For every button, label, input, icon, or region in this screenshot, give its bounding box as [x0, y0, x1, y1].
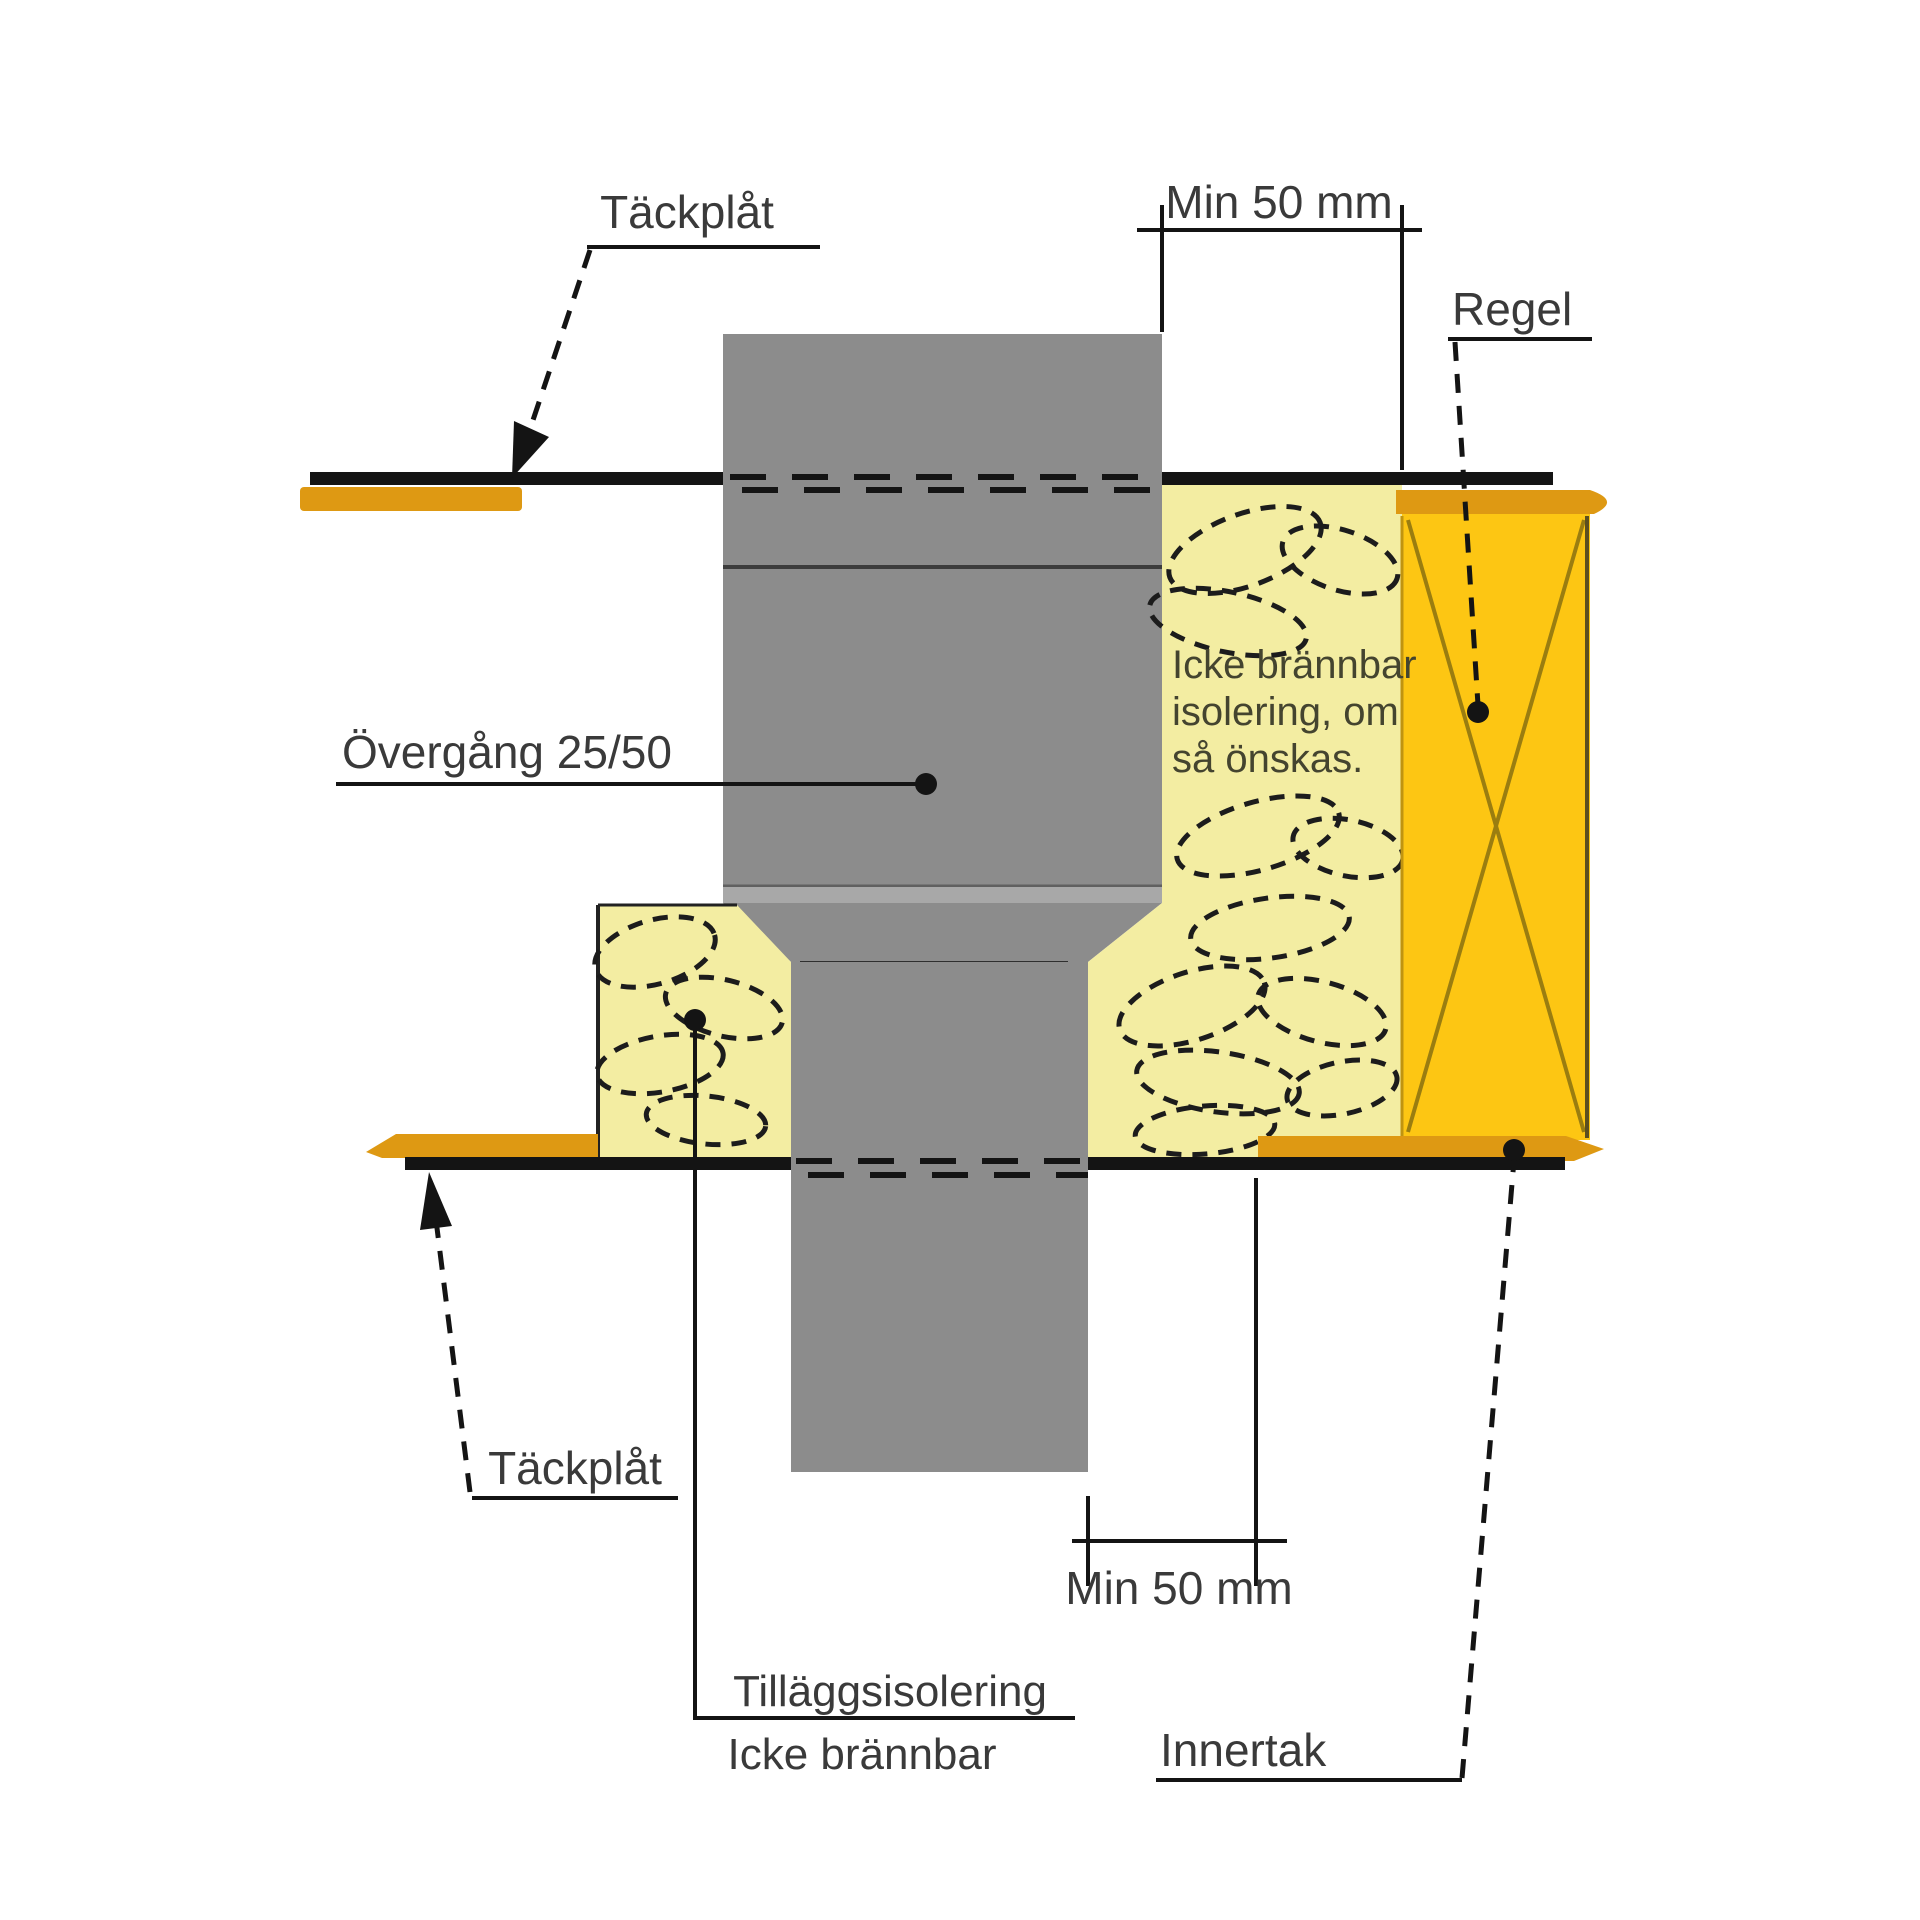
leader-line: [1452, 341, 1481, 706]
leader-dot: [684, 1009, 706, 1031]
duct: [723, 334, 1162, 1472]
label-innertak: Innertak: [1156, 1139, 1525, 1782]
insulation-loop: [1279, 523, 1401, 597]
min50-top-label: Min 50 mm: [1165, 176, 1392, 228]
insulation-right-column: [1088, 484, 1402, 1158]
insulation-loop: [662, 974, 786, 1042]
ceiling-line-top-left: [310, 472, 723, 485]
insulation-areas: [596, 484, 1402, 1158]
label-regel: Regel: [1448, 283, 1592, 723]
leader-dot: [1467, 701, 1489, 723]
tackplat-bottom-label: Täckplåt: [488, 1442, 662, 1494]
insulation-note-line1: Icke brännbar: [1172, 643, 1417, 687]
insulation-note-line2: isolering, om: [1172, 690, 1399, 734]
insulation-loop: [592, 914, 718, 990]
leader-line: [520, 249, 593, 451]
leader-dot: [915, 773, 937, 795]
tackplat-top-label: Täckplåt: [600, 186, 774, 238]
leader-line: [693, 1020, 1075, 1720]
insulation-loop: [594, 1031, 726, 1097]
insulation-loop: [1146, 585, 1310, 659]
insulation-loop: [1174, 793, 1342, 879]
ceiling-line-top-right: [1162, 472, 1553, 485]
ceiling-line-bottom-left: [405, 1157, 791, 1170]
ceiling-line-bottom-right: [1088, 1157, 1565, 1170]
ceiling-top: [300, 472, 1553, 511]
innertak-label: Innertak: [1160, 1724, 1327, 1776]
transition-collar-band: [723, 887, 1162, 903]
arrowhead-up: [420, 1172, 452, 1230]
insulation-loop: [1188, 893, 1352, 963]
dimension-min50-top: Min 50 mm: [1137, 176, 1422, 470]
insulation-loop: [1284, 1057, 1400, 1119]
insulation-loop: [643, 1092, 769, 1148]
duct-lower-section: [791, 962, 1088, 1472]
tackplat-strip-bottom-left: [366, 1134, 598, 1158]
insulation-loop: [1134, 1047, 1302, 1117]
insulation-loop: [1132, 1102, 1278, 1158]
min50-bottom-label: Min 50 mm: [1065, 1562, 1292, 1614]
arrowhead-down: [512, 421, 549, 478]
insulation-loop: [1255, 975, 1389, 1049]
tackplat-strip-top-left: [300, 487, 522, 511]
leader-dot: [1503, 1139, 1525, 1161]
regel-top-ochre-strip: [1396, 490, 1608, 514]
regel-cross-diagonal: [1406, 519, 1586, 1133]
leader-line: [1459, 1159, 1517, 1779]
insulation-note: Icke brännbar isolering, om så önskas.: [1172, 643, 1417, 781]
label-tillaggsisolering: Tilläggsisolering Icke brännbar: [684, 1009, 1075, 1779]
label-tackplat-bottom: Täckplåt: [420, 1172, 678, 1500]
leader-line: [433, 1219, 473, 1493]
overgang-label: Övergång 25/50: [342, 726, 672, 778]
insulation-loop: [1166, 503, 1324, 597]
label-tackplat-top: Täckplåt: [512, 186, 820, 478]
regel-label: Regel: [1452, 283, 1572, 335]
regel-stud: [1396, 490, 1608, 1140]
dimension-min50-bottom: Min 50 mm: [1065, 1178, 1293, 1614]
transition-taper: [723, 903, 1162, 962]
label-overgang: Övergång 25/50: [336, 726, 937, 795]
duct-upper-section: [723, 334, 1162, 886]
icke-brannbar-label: Icke brännbar: [727, 1730, 996, 1779]
insulation-note-line3: så önskas.: [1172, 737, 1363, 781]
insulation-loop: [1116, 963, 1268, 1049]
tillaggsisolering-label: Tilläggsisolering: [733, 1667, 1047, 1716]
